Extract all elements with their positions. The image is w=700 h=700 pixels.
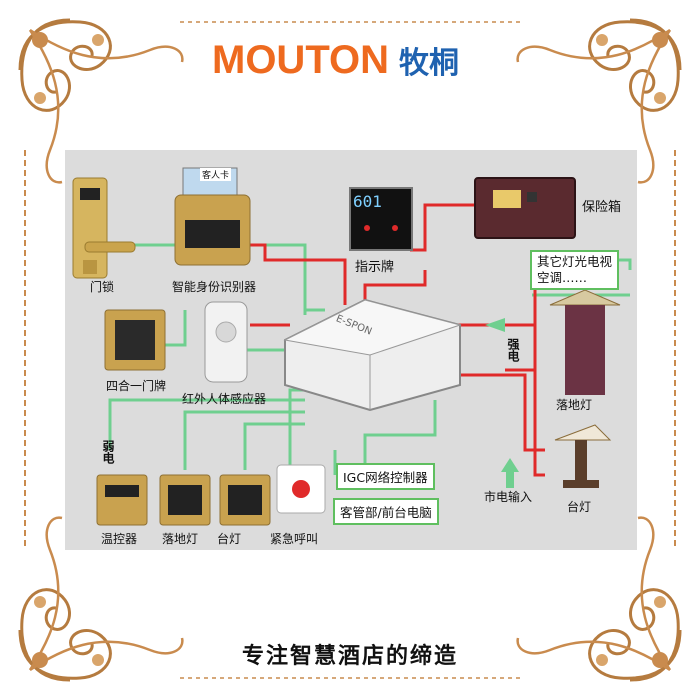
door-lock-device [73, 178, 135, 278]
four-in-one-plate-device [105, 310, 165, 370]
main-controller-box [285, 300, 460, 410]
thermostat-device [97, 475, 147, 525]
floor-lamp-device [550, 290, 620, 395]
floor-lamp-right-label: 落地灯 [556, 396, 592, 413]
brand-name-cn: 牧桐 [399, 38, 459, 82]
indicator-label: 指示牌 [355, 256, 394, 275]
four-in-one-label: 四合一门牌 [106, 377, 166, 394]
table-lamp-switch-device [220, 475, 270, 525]
pir-sensor-device [205, 302, 247, 382]
floor-lamp-switch-device [160, 475, 210, 525]
weak-current-label: 弱电 [100, 440, 117, 464]
card-reader-device [175, 168, 250, 265]
table-lamp-right-label: 台灯 [567, 498, 591, 515]
emergency-call-label: 紧急呼叫 [270, 530, 318, 547]
table-lamp-device [555, 425, 610, 488]
system-diagram [65, 150, 637, 550]
card-reader-label: 智能身份识别器 [172, 278, 256, 295]
igc-controller-label: IGC网络控制器 [336, 463, 435, 490]
thermostat-label: 温控器 [101, 530, 137, 547]
table-lamp-switch-label: 台灯 [217, 530, 241, 547]
arrow-up-icon [501, 458, 519, 472]
emergency-call-device [277, 465, 325, 513]
mains-input-label: 市电输入 [484, 488, 532, 505]
guest-card-label: 客人卡 [200, 168, 231, 181]
floor-lamp-switch-label: 落地灯 [162, 530, 198, 547]
brand-name-en: MOUTON [212, 38, 389, 83]
door-lock-label: 门锁 [90, 278, 114, 295]
brand-logo: MOUTON 牧桐 [212, 38, 459, 82]
arrow-right-icon [485, 318, 505, 332]
safe-device [475, 178, 575, 238]
other-devices-label: 其它灯光电视 空调…… [530, 250, 619, 290]
slogan-text: 专注智慧酒店的缔造 [0, 638, 700, 670]
strong-current-label: 强电 [505, 338, 522, 362]
safe-label: 保险箱 [582, 196, 621, 215]
front-desk-pc-label: 客管部/前台电脑 [333, 498, 439, 525]
room-number-display: 601 [353, 192, 382, 211]
pir-sensor-label: 红外人体感应器 [182, 390, 266, 407]
